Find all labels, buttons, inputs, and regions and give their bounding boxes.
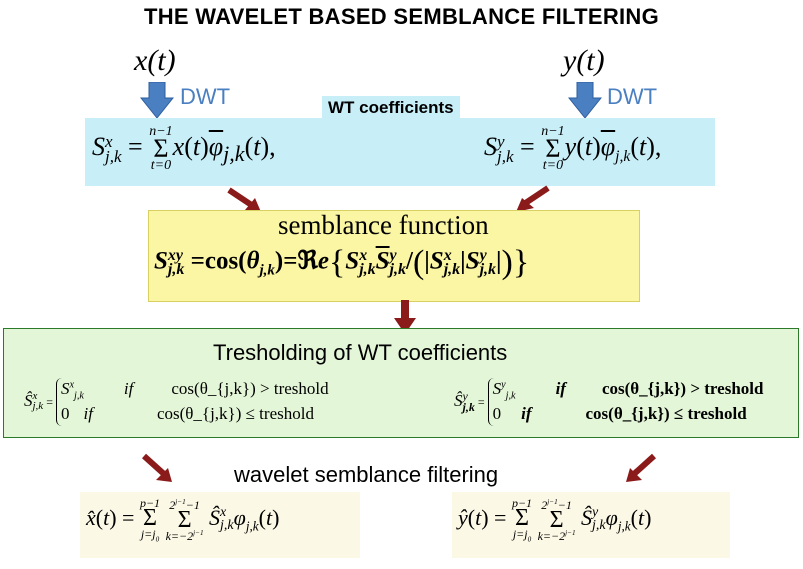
- arrow-to-semblance-right-icon: [516, 185, 550, 212]
- dwt-label-left: DWT: [180, 84, 231, 109]
- x-input-label: x(t): [134, 44, 176, 77]
- dwt-arrow-left-icon: [140, 82, 174, 119]
- arrow-to-filtering-left-icon: [141, 453, 172, 482]
- semblance-function-label: semblance function: [278, 210, 489, 240]
- filtering-box-x: [80, 492, 360, 558]
- diagram-title: THE WAVELET BASED SEMBLANCE FILTERING: [143, 4, 660, 29]
- thresholding-label: Tresholding of WT coefficients: [213, 340, 508, 365]
- wt-coefficients-box: [85, 118, 715, 186]
- arrow-to-filtering-right-icon: [626, 453, 657, 482]
- dwt-label-right: DWT: [607, 84, 658, 109]
- y-input-label: y(t): [563, 44, 605, 77]
- thresholding-box: [3, 328, 799, 438]
- semblance-function-box: [148, 210, 640, 302]
- wt-coefficients-label: WT coefficients: [322, 96, 460, 120]
- filtering-box-y: [452, 492, 730, 558]
- filtering-label: wavelet semblance filtering: [234, 462, 499, 487]
- arrow-to-semblance-left-icon: [227, 187, 261, 212]
- arrow-to-thresholding-icon: [394, 300, 416, 334]
- dwt-arrow-right-icon: [568, 82, 602, 119]
